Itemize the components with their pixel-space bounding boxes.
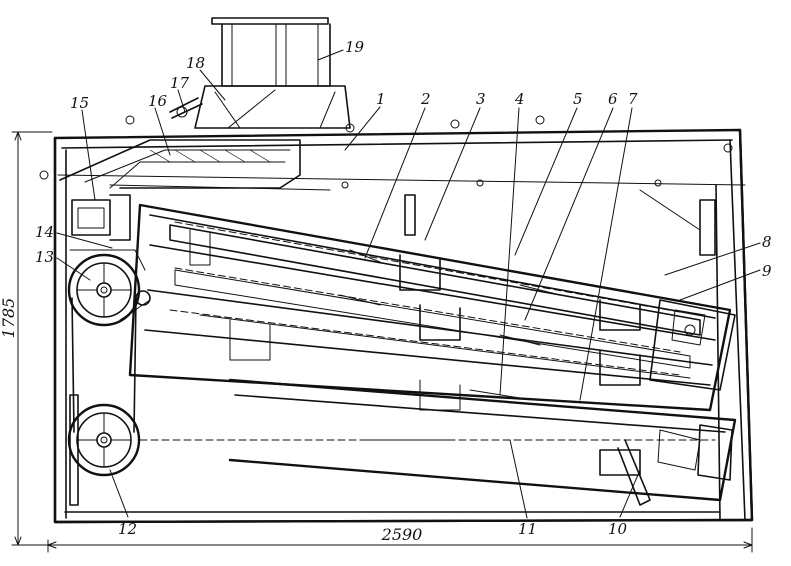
callout-3: 3 (476, 90, 486, 108)
height-dimension-label: 1785 (0, 298, 18, 339)
drive-belt (69, 249, 151, 433)
callout-2: 2 (420, 90, 431, 108)
callout-15: 15 (70, 94, 89, 112)
lower-pulley (67, 403, 141, 477)
leader-lines (56, 49, 761, 519)
dimension-width (47, 527, 753, 553)
feed-chute (59, 139, 301, 241)
callout-10: 10 (608, 520, 628, 538)
callout-9: 9 (762, 262, 772, 280)
callout-4: 4 (514, 90, 525, 108)
callout-12: 12 (118, 520, 137, 538)
callout-6: 6 (608, 90, 618, 108)
sieve-body (128, 203, 736, 412)
callout-14: 14 (35, 223, 54, 241)
dimension-height (11, 131, 53, 546)
support-plates (69, 189, 716, 506)
callout-16: 16 (148, 92, 168, 110)
callout-5: 5 (573, 90, 583, 108)
callout-11: 11 (518, 520, 537, 538)
upper-pulley (67, 253, 141, 327)
callout-labels: 1 2 3 4 5 6 7 8 9 10 11 12 13 14 15 16 1… (35, 38, 772, 538)
callout-13: 13 (35, 248, 54, 266)
width-dimension-label: 2590 (381, 525, 423, 544)
feed-hopper (169, 17, 351, 129)
callout-8: 8 (762, 233, 772, 251)
outer-frame (53, 128, 754, 524)
callout-7: 7 (628, 90, 638, 108)
lower-tray (139, 378, 737, 506)
callout-17: 17 (170, 74, 190, 92)
callout-19: 19 (345, 38, 365, 56)
callout-1: 1 (376, 90, 386, 108)
callout-18: 18 (186, 54, 205, 72)
